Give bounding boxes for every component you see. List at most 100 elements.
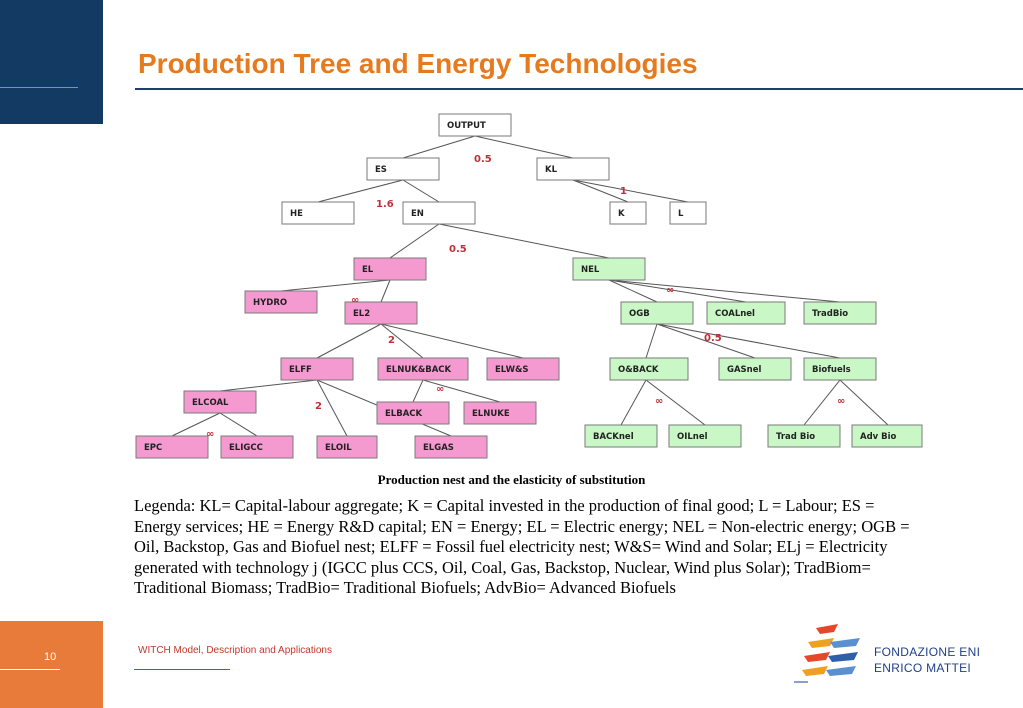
edge-ogb-gasnel <box>656 323 756 359</box>
bottom-accent-bar: 10 <box>0 621 103 708</box>
edge-ogb-biofuels <box>656 323 841 359</box>
edge-el2-elws <box>380 323 524 359</box>
node-elws: ELW&S <box>486 357 560 381</box>
edge-output-kl <box>474 135 574 159</box>
edge-kl-k <box>572 179 629 203</box>
node-epc: EPC <box>135 435 209 459</box>
edge-el2-elff <box>316 323 382 359</box>
svg-text:K: K <box>618 209 625 219</box>
node-he: HE <box>281 201 355 225</box>
logo-text-line1: FONDAZIONE ENI <box>874 645 981 659</box>
svg-text:NEL: NEL <box>581 265 600 275</box>
svg-text:OILnel: OILnel <box>677 432 708 442</box>
node-oilnel: OILnel <box>668 424 742 448</box>
production-tree-diagram: OUTPUT ES KL HE EN K L EL NEL HYDRO EL2 … <box>135 113 923 459</box>
node-elnuke: ELNUKE <box>463 401 537 425</box>
svg-text:Trad Bio: Trad Bio <box>776 432 815 442</box>
svg-text:ELFF: ELFF <box>289 365 312 375</box>
svg-text:O&BACK: O&BACK <box>618 365 659 375</box>
diagram-caption: Production nest and the elasticity of su… <box>377 472 646 487</box>
edge-el-el2 <box>380 279 391 303</box>
node-el2: EL2 <box>344 301 418 325</box>
title-rule <box>135 88 1023 90</box>
footer-rule <box>134 669 230 670</box>
node-tradbio: TradBio <box>803 301 877 325</box>
svg-text:TradBio: TradBio <box>812 309 848 319</box>
svg-text:EL: EL <box>362 265 374 275</box>
svg-text:KL: KL <box>545 165 558 175</box>
foundation-logo: FONDAZIONE ENI ENRICO MATTEI <box>794 618 980 688</box>
top-accent-bar <box>0 0 103 124</box>
svg-text:ELCOAL: ELCOAL <box>192 398 229 408</box>
node-el: EL <box>353 257 427 281</box>
elasticity-ogb: 0.5 <box>704 333 722 344</box>
footer-text: WITCH Model, Description and Application… <box>138 645 332 656</box>
logo-text-line2: ENRICO MATTEI <box>874 661 972 675</box>
edge-ogb-oback <box>645 323 658 359</box>
node-backnel: BACKnel <box>584 424 658 448</box>
page-number: 10 <box>44 651 57 663</box>
svg-text:ELBACK: ELBACK <box>385 409 423 419</box>
elasticity-labels: 0.5 1.6 1 0.5 ∞ ∞ 2 0.5 ∞ 2 ∞ ∞ ∞ <box>206 154 845 440</box>
node-en: EN <box>402 201 476 225</box>
slide-title: Production Tree and Energy Technologies <box>138 48 698 79</box>
edge-nel-ogb <box>608 279 658 303</box>
node-hydro: HYDRO <box>244 290 318 314</box>
edge-oback-oilnel <box>645 379 706 426</box>
elasticity-el: ∞ <box>351 295 359 306</box>
svg-text:ELNUK&BACK: ELNUK&BACK <box>386 365 452 375</box>
node-advbio: Adv Bio <box>851 424 923 448</box>
node-oback: O&BACK <box>609 357 689 381</box>
node-tradbio2: Trad Bio <box>767 424 841 448</box>
edge-elnukback-elnuke <box>422 379 501 403</box>
node-kl: KL <box>536 157 610 181</box>
svg-text:EL2: EL2 <box>353 309 370 319</box>
elasticity-el2: 2 <box>388 335 395 346</box>
node-coalnel: COALnel <box>706 301 786 325</box>
edge-elff-elcoal <box>219 379 318 392</box>
edge-biofuels-advbio <box>839 379 889 426</box>
edge-en-el <box>389 223 440 259</box>
svg-text:BACKnel: BACKnel <box>593 432 634 442</box>
node-eloil: ELOIL <box>316 435 378 459</box>
node-elff: ELFF <box>280 357 354 381</box>
edge-kl-l <box>572 179 689 203</box>
elasticity-nel: ∞ <box>666 285 674 296</box>
edge-elcoal-epc <box>171 412 221 437</box>
edge-elcoal-eligcc <box>219 412 258 437</box>
node-gasnel: GASnel <box>718 357 792 381</box>
edge-el-hydro <box>280 279 391 292</box>
node-elback: ELBACK <box>376 401 450 425</box>
edge-en-nel <box>438 223 610 259</box>
svg-text:EN: EN <box>411 209 424 219</box>
svg-text:ELNUKE: ELNUKE <box>472 409 510 419</box>
node-eligcc: ELIGCC <box>220 435 294 459</box>
edge-oback-backnel <box>620 379 647 426</box>
node-elnukback: ELNUK&BACK <box>377 357 469 381</box>
edge-es-he <box>317 179 404 203</box>
svg-text:Biofuels: Biofuels <box>812 365 851 375</box>
edge-elnukback-elback <box>412 379 424 403</box>
node-elgas: ELGAS <box>414 435 488 459</box>
svg-text:ELIGCC: ELIGCC <box>229 443 263 453</box>
node-k: K <box>609 201 647 225</box>
node-es: ES <box>366 157 440 181</box>
svg-text:ELGAS: ELGAS <box>423 443 454 453</box>
node-biofuels: Biofuels <box>803 357 877 381</box>
tree-edges <box>171 135 889 437</box>
edge-nel-coalnel <box>608 279 747 303</box>
edge-biofuels-tradbio2 <box>803 379 841 426</box>
svg-text:HE: HE <box>290 209 303 219</box>
svg-text:OUTPUT: OUTPUT <box>447 121 486 131</box>
svg-text:ELW&S: ELW&S <box>495 365 528 375</box>
svg-text:L: L <box>678 209 684 219</box>
svg-text:Adv Bio: Adv Bio <box>860 432 897 442</box>
elasticity-es: 1.6 <box>376 199 394 210</box>
node-output: OUTPUT <box>438 113 512 137</box>
node-elcoal: ELCOAL <box>183 390 257 414</box>
elasticity-output: 0.5 <box>474 154 492 165</box>
edge-el2-elnukback <box>380 323 424 359</box>
elasticity-biofuels: ∞ <box>837 396 845 407</box>
svg-text:OGB: OGB <box>629 309 650 319</box>
edge-elff-eloil <box>316 379 348 437</box>
